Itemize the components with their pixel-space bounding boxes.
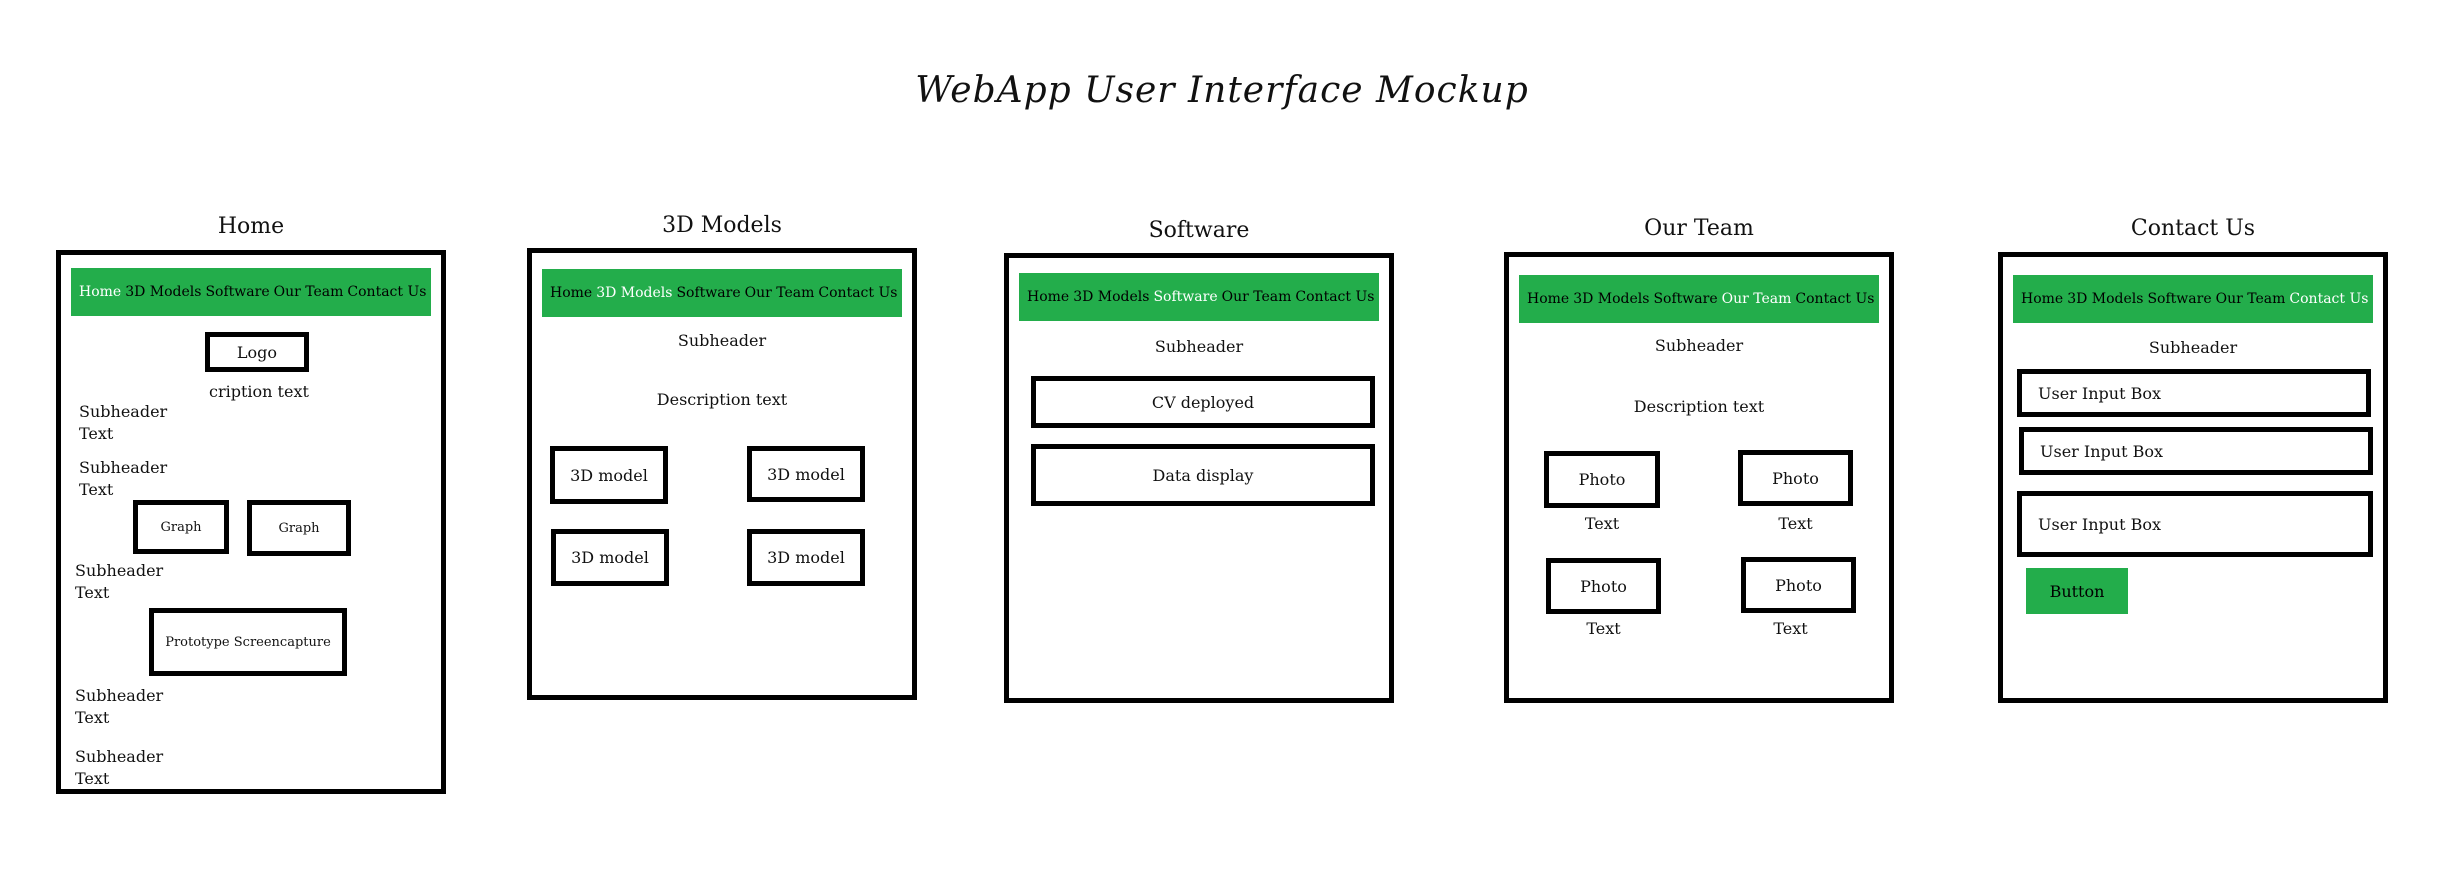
models-nav-bar: Home 3D Models Software Our Team Contact…: [542, 269, 902, 317]
3d-model-box-3: 3D model: [551, 529, 669, 586]
nav-link-home[interactable]: Home: [79, 284, 122, 300]
home-text-5: Text: [75, 769, 110, 788]
home-subheader-3: Subheader: [75, 561, 164, 580]
team-description: Description text: [1633, 397, 1765, 416]
nav-link-contact-us[interactable]: Contact Us: [1295, 289, 1375, 305]
nav-link-software[interactable]: Software: [676, 285, 741, 301]
nav-link-home[interactable]: Home: [1027, 289, 1070, 305]
software-subheader: Subheader: [1154, 337, 1244, 356]
home-subheader-1: Subheader: [79, 402, 168, 421]
photo-box-4: Photo: [1741, 557, 1856, 613]
home-frame: Home 3D Models Software Our Team Contact…: [56, 250, 446, 794]
nav-link-our-team[interactable]: Our Team: [1721, 291, 1792, 307]
nav-link-3d-models[interactable]: 3D Models: [125, 284, 202, 300]
nav-link-home[interactable]: Home: [2021, 291, 2064, 307]
home-text-1: Text: [79, 424, 114, 443]
nav-link-our-team[interactable]: Our Team: [744, 285, 815, 301]
3d-model-box-4: 3D model: [747, 529, 865, 586]
software-frame: Home 3D Models Software Our Team Contact…: [1004, 253, 1394, 703]
team-nav-bar: Home 3D Models Software Our Team Contact…: [1519, 275, 1879, 323]
user-input-box-3[interactable]: User Input Box: [2017, 491, 2373, 557]
nav-link-contact-us[interactable]: Contact Us: [347, 284, 427, 300]
nav-link-contact-us[interactable]: Contact Us: [2289, 291, 2369, 307]
team-frame-title: Our Team: [1644, 216, 1754, 241]
models-description: Description text: [656, 390, 788, 409]
home-nav-bar: Home 3D Models Software Our Team Contact…: [71, 268, 431, 316]
nav-link-3d-models[interactable]: 3D Models: [1573, 291, 1650, 307]
nav-link-home[interactable]: Home: [550, 285, 593, 301]
nav-link-software[interactable]: Software: [1153, 289, 1218, 305]
home-subheader-4: Subheader: [75, 686, 164, 705]
submit-button[interactable]: Button: [2026, 568, 2128, 614]
software-frame-title: Software: [1148, 218, 1250, 243]
nav-link-contact-us[interactable]: Contact Us: [818, 285, 898, 301]
models-subheader: Subheader: [677, 331, 767, 350]
home-subheader-2: Subheader: [79, 458, 168, 477]
photo-box-3: Photo: [1546, 558, 1661, 614]
3d-model-box-2: 3D model: [747, 446, 865, 502]
nav-link-our-team[interactable]: Our Team: [273, 284, 344, 300]
graph-box-2: Graph: [247, 500, 351, 556]
contact-frame: Home 3D Models Software Our Team Contact…: [1998, 252, 2388, 703]
nav-link-software[interactable]: Software: [205, 284, 270, 300]
logo-box: Logo: [205, 332, 309, 372]
nav-link-our-team[interactable]: Our Team: [1221, 289, 1292, 305]
prototype-screencapture-box: Prototype Screencapture: [149, 608, 347, 676]
models-frame-title: 3D Models: [662, 213, 782, 238]
nav-link-home[interactable]: Home: [1527, 291, 1570, 307]
software-nav-bar: Home 3D Models Software Our Team Contact…: [1019, 273, 1379, 321]
user-input-box-2[interactable]: User Input Box: [2019, 427, 2373, 475]
team-member-text-2: Text: [1778, 514, 1813, 533]
graph-box-1: Graph: [133, 500, 229, 554]
team-member-text-3: Text: [1586, 619, 1621, 638]
team-member-text-4: Text: [1773, 619, 1808, 638]
contact-subheader: Subheader: [2148, 338, 2238, 357]
diagram-title: WebApp User Interface Mockup: [915, 70, 1529, 111]
photo-box-2: Photo: [1738, 450, 1853, 506]
team-frame: Home 3D Models Software Our Team Contact…: [1504, 252, 1894, 703]
nav-link-software[interactable]: Software: [1653, 291, 1718, 307]
3d-model-box-1: 3D model: [550, 446, 668, 504]
contact-frame-title: Contact Us: [2130, 216, 2256, 241]
home-frame-title: Home: [217, 214, 285, 239]
user-input-box-1[interactable]: User Input Box: [2017, 369, 2371, 417]
photo-box-1: Photo: [1544, 451, 1660, 508]
nav-link-3d-models[interactable]: 3D Models: [596, 285, 673, 301]
nav-link-3d-models[interactable]: 3D Models: [2067, 291, 2144, 307]
data-display-box: Data display: [1031, 444, 1375, 506]
home-description: cription text: [209, 382, 309, 401]
models-frame: Home 3D Models Software Our Team Contact…: [527, 248, 917, 700]
contact-nav-bar: Home 3D Models Software Our Team Contact…: [2013, 275, 2373, 323]
team-member-text-1: Text: [1584, 514, 1620, 533]
home-subheader-5: Subheader: [75, 747, 164, 766]
home-text-3: Text: [75, 583, 110, 602]
home-text-2: Text: [79, 480, 114, 499]
nav-link-3d-models[interactable]: 3D Models: [1073, 289, 1150, 305]
nav-link-software[interactable]: Software: [2147, 291, 2212, 307]
team-subheader: Subheader: [1654, 336, 1744, 355]
nav-link-contact-us[interactable]: Contact Us: [1795, 291, 1875, 307]
nav-link-our-team[interactable]: Our Team: [2215, 291, 2286, 307]
home-text-4: Text: [75, 708, 110, 727]
cv-deployed-box: CV deployed: [1031, 376, 1375, 428]
